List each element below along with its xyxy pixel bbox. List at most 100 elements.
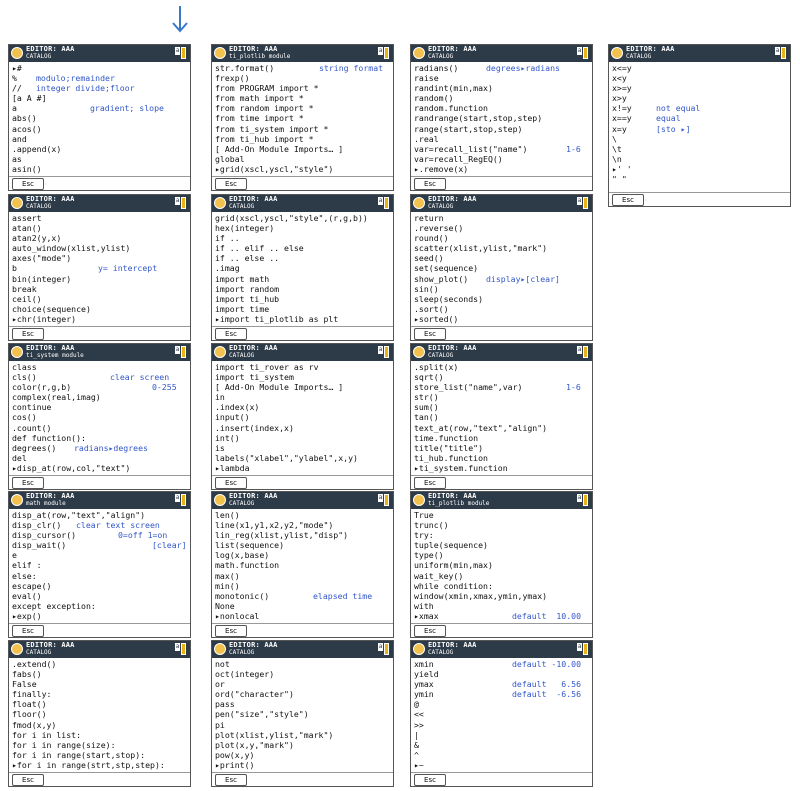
catalog-item[interactable]: tan() <box>414 412 589 422</box>
esc-button[interactable]: Esc <box>414 328 446 340</box>
catalog-item[interactable]: log(x,base) <box>215 550 390 560</box>
catalog-item[interactable]: sin() <box>414 284 589 294</box>
catalog-item[interactable]: lin_reg(xlist,ylist,"disp") <box>215 530 390 540</box>
catalog-item[interactable]: disp_wait()[clear] <box>12 540 187 550</box>
catalog-item[interactable]: str.format()string format <box>215 63 390 73</box>
catalog-item[interactable]: assert <box>12 213 187 223</box>
catalog-item[interactable]: from ti_hub import * <box>215 134 390 144</box>
catalog-item[interactable]: atan2(y,x) <box>12 233 187 243</box>
esc-button[interactable]: Esc <box>215 625 247 637</box>
catalog-item[interactable]: randint(min,max) <box>414 83 589 93</box>
catalog-item[interactable]: x>=y <box>612 83 787 93</box>
catalog-item[interactable]: ▸sorted() <box>414 314 589 324</box>
catalog-item[interactable]: pen("size","style") <box>215 709 390 719</box>
catalog-item[interactable]: .index(x) <box>215 402 390 412</box>
catalog-list[interactable]: .split(x)sqrt()store_list("name",var)1-6… <box>411 361 592 473</box>
catalog-item[interactable]: %modulo;remainder <box>12 73 187 83</box>
catalog-item[interactable]: try: <box>414 530 589 540</box>
catalog-item[interactable]: int() <box>215 433 390 443</box>
catalog-item[interactable]: x>y <box>612 93 787 103</box>
catalog-item[interactable]: ord("character") <box>215 689 390 699</box>
catalog-item[interactable]: grid(xscl,yscl,"style",(r,g,b)) <box>215 213 390 223</box>
catalog-item[interactable]: //integer divide;floor <box>12 83 187 93</box>
catalog-item[interactable]: import math <box>215 274 390 284</box>
catalog-item[interactable]: input() <box>215 412 390 422</box>
catalog-item[interactable]: bin(integer) <box>12 274 187 284</box>
catalog-item[interactable]: import ti_system <box>215 372 390 382</box>
catalog-item[interactable]: ▸.remove(x) <box>414 164 589 174</box>
catalog-item[interactable]: randrange(start,stop,step) <box>414 113 589 123</box>
esc-button[interactable]: Esc <box>215 477 247 489</box>
catalog-item[interactable]: math.function <box>215 560 390 570</box>
catalog-item[interactable]: type() <box>414 550 589 560</box>
catalog-item[interactable]: import random <box>215 284 390 294</box>
catalog-item[interactable]: import ti_rover as rv <box>215 362 390 372</box>
catalog-item[interactable]: text_at(row,"text","align") <box>414 423 589 433</box>
catalog-item[interactable]: def function(): <box>12 433 187 443</box>
catalog-item[interactable]: abs() <box>12 113 187 123</box>
catalog-item[interactable]: radians()degrees▸radians <box>414 63 589 73</box>
catalog-item[interactable]: frexp() <box>215 73 390 83</box>
catalog-item[interactable]: \ <box>612 134 787 144</box>
catalog-item[interactable]: var=recall_RegEQ() <box>414 154 589 164</box>
catalog-item[interactable]: in <box>215 392 390 402</box>
catalog-item[interactable]: yield <box>414 669 589 679</box>
catalog-item[interactable]: show_plot()display▸[clear] <box>414 274 589 284</box>
esc-button[interactable]: Esc <box>414 625 446 637</box>
catalog-item[interactable]: ▸ti_system.function <box>414 463 589 473</box>
catalog-item[interactable]: for i in list: <box>12 730 187 740</box>
catalog-item[interactable]: acos() <box>12 124 187 134</box>
catalog-item[interactable]: x<=y <box>612 63 787 73</box>
catalog-item[interactable]: ▸for i in range(strt,stp,step): <box>12 760 187 770</box>
catalog-item[interactable]: monotonic()elapsed time <box>215 591 390 601</box>
catalog-item[interactable]: fabs() <box>12 669 187 679</box>
catalog-item[interactable]: for i in range(start,stop): <box>12 750 187 760</box>
catalog-item[interactable]: \n <box>612 154 787 164</box>
esc-button[interactable]: Esc <box>12 774 44 786</box>
catalog-item[interactable]: ▸import ti_plotlib as plt <box>215 314 390 324</box>
catalog-item[interactable]: from time import * <box>215 113 390 123</box>
catalog-item[interactable]: auto_window(xlist,ylist) <box>12 243 187 253</box>
catalog-item[interactable]: trunc() <box>414 520 589 530</box>
catalog-item[interactable]: ti_hub.function <box>414 453 589 463</box>
catalog-list[interactable]: ▸#%modulo;remainder//integer divide;floo… <box>9 62 190 174</box>
catalog-item[interactable]: .sort() <box>414 304 589 314</box>
catalog-item[interactable]: while condition: <box>414 581 589 591</box>
catalog-item[interactable]: & <box>414 740 589 750</box>
catalog-item[interactable]: << <box>414 709 589 719</box>
catalog-item[interactable]: with <box>414 601 589 611</box>
catalog-item[interactable]: ▸~ <box>414 760 589 770</box>
catalog-item[interactable]: break <box>12 284 187 294</box>
catalog-item[interactable]: None <box>215 601 390 611</box>
catalog-list[interactable]: disp_at(row,"text","align")disp_clr()cle… <box>9 509 190 621</box>
catalog-item[interactable]: [ Add-On Module Imports… ] <box>215 382 390 392</box>
catalog-item[interactable]: uniform(min,max) <box>414 560 589 570</box>
catalog-item[interactable]: degrees()radians▸degrees <box>12 443 187 453</box>
catalog-item[interactable]: from PROGRAM import * <box>215 83 390 93</box>
catalog-item[interactable]: complex(real,imag) <box>12 392 187 402</box>
catalog-item[interactable]: floor() <box>12 709 187 719</box>
catalog-item[interactable]: str() <box>414 392 589 402</box>
catalog-item[interactable]: tuple(sequence) <box>414 540 589 550</box>
catalog-item[interactable]: if .. elif .. else <box>215 243 390 253</box>
esc-button[interactable]: Esc <box>414 477 446 489</box>
catalog-item[interactable]: list(sequence) <box>215 540 390 550</box>
catalog-item[interactable]: class <box>12 362 187 372</box>
catalog-item[interactable]: True <box>414 510 589 520</box>
catalog-item[interactable]: color(r,g,b)0-255 <box>12 382 187 392</box>
catalog-item[interactable]: min() <box>215 581 390 591</box>
catalog-item[interactable]: ceil() <box>12 294 187 304</box>
esc-button[interactable]: Esc <box>414 774 446 786</box>
catalog-item[interactable]: ▸grid(xscl,yscl,"style") <box>215 164 390 174</box>
catalog-item[interactable]: pi <box>215 720 390 730</box>
catalog-item[interactable]: x=y[sto ▸] <box>612 124 787 134</box>
catalog-item[interactable]: ▸' ' <box>612 164 787 174</box>
catalog-item[interactable]: float() <box>12 699 187 709</box>
